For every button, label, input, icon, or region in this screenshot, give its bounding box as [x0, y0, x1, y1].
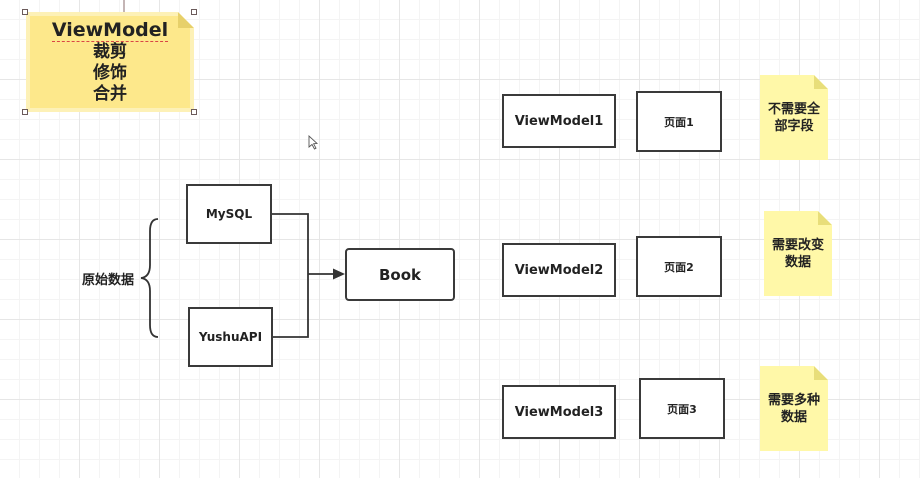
curly-brace	[140, 218, 159, 338]
yushuapi-connector	[273, 274, 309, 338]
viewmodel3-label: ViewModel3	[514, 404, 604, 420]
note-row-2[interactable]: 需要改变 数据	[764, 211, 832, 296]
resize-handle-bottom-left[interactable]	[22, 109, 28, 115]
page2-box[interactable]: 页面2	[636, 236, 722, 297]
resize-handle-top-right[interactable]	[191, 9, 197, 15]
note-row-1[interactable]: 不需要全 部字段	[760, 75, 828, 160]
mysql-connector	[272, 213, 309, 274]
yushuapi-box[interactable]: YushuAPI	[188, 307, 273, 367]
page3-box[interactable]: 页面3	[639, 378, 725, 439]
viewmodel-note-line-1: 裁剪	[93, 42, 127, 62]
page2-label: 页面2	[664, 260, 694, 274]
resize-handle-top-left[interactable]	[22, 9, 28, 15]
yushuapi-label: YushuAPI	[198, 330, 263, 344]
page3-label: 页面3	[667, 402, 697, 416]
note-row-2-line-2: 数据	[784, 254, 811, 270]
viewmodel1-label: ViewModel1	[514, 113, 604, 129]
note-row-1-line-2: 部字段	[774, 118, 814, 134]
note-row-3-line-2: 数据	[780, 409, 807, 425]
book-label: Book	[378, 265, 422, 284]
note-row-3-line-1: 需要多种	[767, 392, 820, 408]
viewmodel-note-line-3: 合并	[93, 84, 127, 104]
mysql-label: MySQL	[205, 207, 253, 221]
resize-handle-bottom-right[interactable]	[191, 109, 197, 115]
note-row-2-line-1: 需要改变	[771, 237, 824, 253]
book-box[interactable]: Book	[345, 248, 455, 301]
viewmodel2-box[interactable]: ViewModel2	[502, 243, 616, 297]
viewmodel2-label: ViewModel2	[514, 262, 604, 278]
viewmodel-note-title: ViewModel	[51, 19, 169, 41]
page1-box[interactable]: 页面1	[636, 91, 722, 152]
viewmodel-note-line-2: 修饰	[93, 63, 127, 83]
note-row-1-line-1: 不需要全	[767, 101, 820, 117]
arrowhead-icon	[333, 268, 345, 280]
viewmodel1-box[interactable]: ViewModel1	[502, 94, 616, 148]
mysql-box[interactable]: MySQL	[186, 184, 272, 244]
mouse-cursor-icon	[308, 134, 319, 150]
viewmodel3-box[interactable]: ViewModel3	[502, 385, 616, 439]
raw-data-label: 原始数据	[82, 273, 135, 288]
page1-label: 页面1	[664, 115, 694, 129]
note-row-3[interactable]: 需要多种 数据	[760, 366, 828, 451]
viewmodel-note[interactable]: ViewModel 裁剪 修饰 合并	[26, 12, 194, 112]
